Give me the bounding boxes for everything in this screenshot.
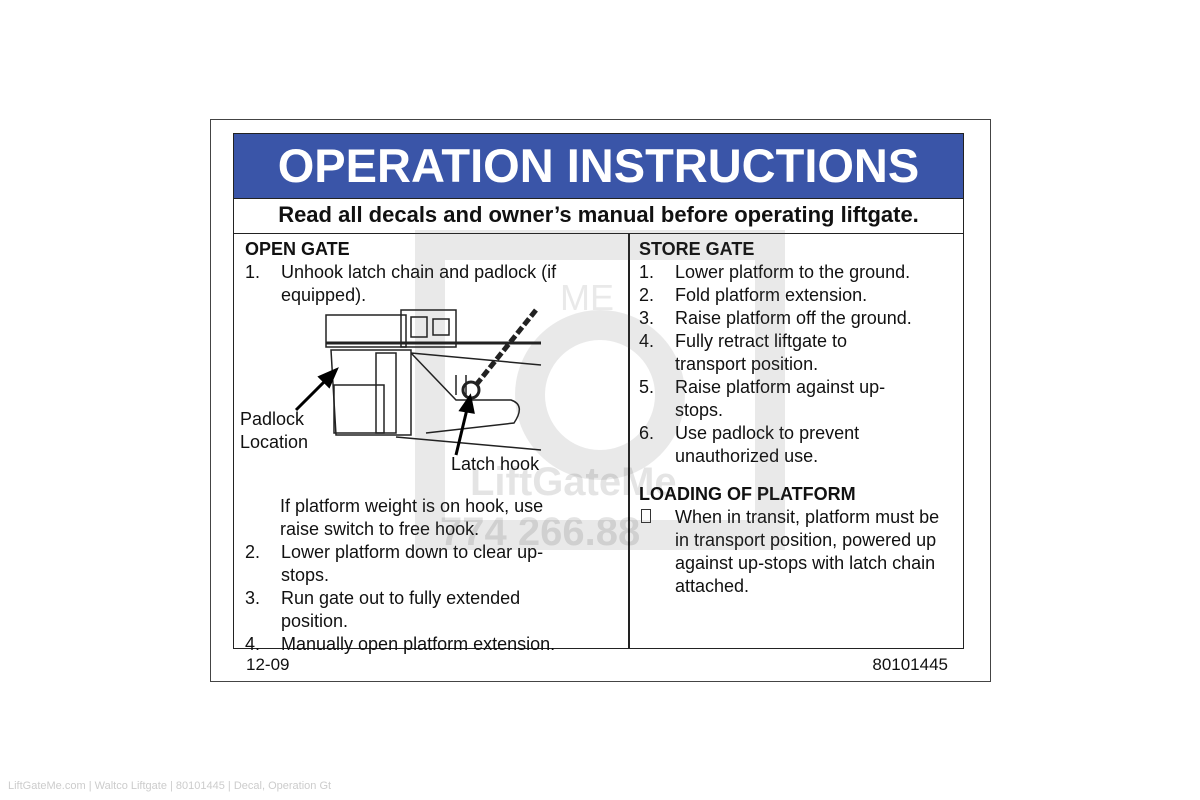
- step-number: 5.: [639, 377, 655, 397]
- step-text: Raise platform against up-stops.: [675, 377, 886, 420]
- footer-date: 12-09: [246, 655, 290, 674]
- store-gate-heading: STORE GATE: [639, 239, 755, 259]
- open-gate-heading: OPEN GATE: [245, 239, 350, 259]
- step-text: Run gate out to fully extended position.: [281, 588, 521, 631]
- decal-subtitle: Read all decals and owner’s manual befor…: [234, 199, 963, 234]
- list-item: 4. Fully retract liftgate to transport po…: [639, 330, 959, 376]
- step-number: 1.: [245, 262, 261, 282]
- step-number: 2.: [639, 285, 655, 305]
- step-text: Fully retract liftgate to transport posi…: [675, 331, 848, 374]
- list-item: 2. Lower platform down to clear up-stops.: [245, 541, 620, 587]
- step-number: 3.: [639, 308, 655, 328]
- list-item: 2. Fold platform extension.: [639, 284, 959, 307]
- step-text: Lower platform to the ground.: [675, 262, 911, 282]
- decal: OPERATION INSTRUCTIONS Read all decals a…: [233, 133, 964, 654]
- list-item: 3. Run gate out to fully extended positio…: [245, 587, 620, 633]
- decal-border: [210, 119, 991, 682]
- step-number: 4.: [245, 634, 261, 654]
- decal-title: OPERATION INSTRUCTIONS: [234, 134, 963, 199]
- step-text: Lower platform down to clear up-stops.: [281, 542, 544, 585]
- latch-hook-label: Latch hook: [451, 454, 540, 474]
- step-number: 1.: [639, 262, 655, 282]
- latch-diagram-icon: [294, 308, 542, 456]
- step-text: Fold platform extension.: [675, 285, 868, 305]
- list-item: 4. Manually open platform extension.: [245, 633, 620, 656]
- step-number: 3.: [245, 588, 261, 608]
- loading-text: When in transit, platform must be in tra…: [675, 507, 940, 596]
- loading-heading: LOADING OF PLATFORM: [639, 484, 856, 504]
- store-gate-section: STORE GATE 1. Lower platform to the groun…: [639, 238, 959, 598]
- padlock-label-line1: Padlock: [240, 409, 305, 429]
- bullet-icon: [639, 506, 675, 598]
- step-number: 4.: [639, 331, 655, 351]
- watermark-text: LiftGateMe: [470, 460, 677, 504]
- open-gate-section: OPEN GATE 1. Unhook latch chain and padlo…: [245, 238, 620, 656]
- step-text: Unhook latch chain and padlock (if equip…: [281, 262, 557, 305]
- list-item: 5. Raise platform against up-stops.: [639, 376, 959, 422]
- watermark-phone: 774 266.88: [440, 510, 641, 554]
- list-item: 1. Lower platform to the ground.: [639, 261, 959, 284]
- step-text: Manually open platform extension.: [281, 634, 556, 654]
- image-caption: LiftGateMe.com | Waltco Liftgate | 80101…: [8, 780, 332, 792]
- step-text: Use padlock to prevent unauthorized use.: [675, 423, 860, 466]
- step-text: Raise platform off the ground.: [675, 308, 912, 328]
- list-item: 6. Use padlock to prevent unauthorized us…: [639, 422, 959, 468]
- step-number: 2.: [245, 542, 261, 562]
- column-divider: [628, 233, 630, 648]
- list-item: 1. Unhook latch chain and padlock (if equ…: [245, 261, 620, 307]
- list-item: 3. Raise platform off the ground.: [639, 307, 959, 330]
- step-number: 6.: [639, 423, 655, 443]
- list-item: When in transit, platform must be in tra…: [639, 506, 959, 598]
- padlock-label-line2: Location: [240, 432, 309, 452]
- footer-part-number: 80101445: [872, 655, 948, 674]
- hook-note: If platform weight is on hook, use raise…: [280, 496, 544, 539]
